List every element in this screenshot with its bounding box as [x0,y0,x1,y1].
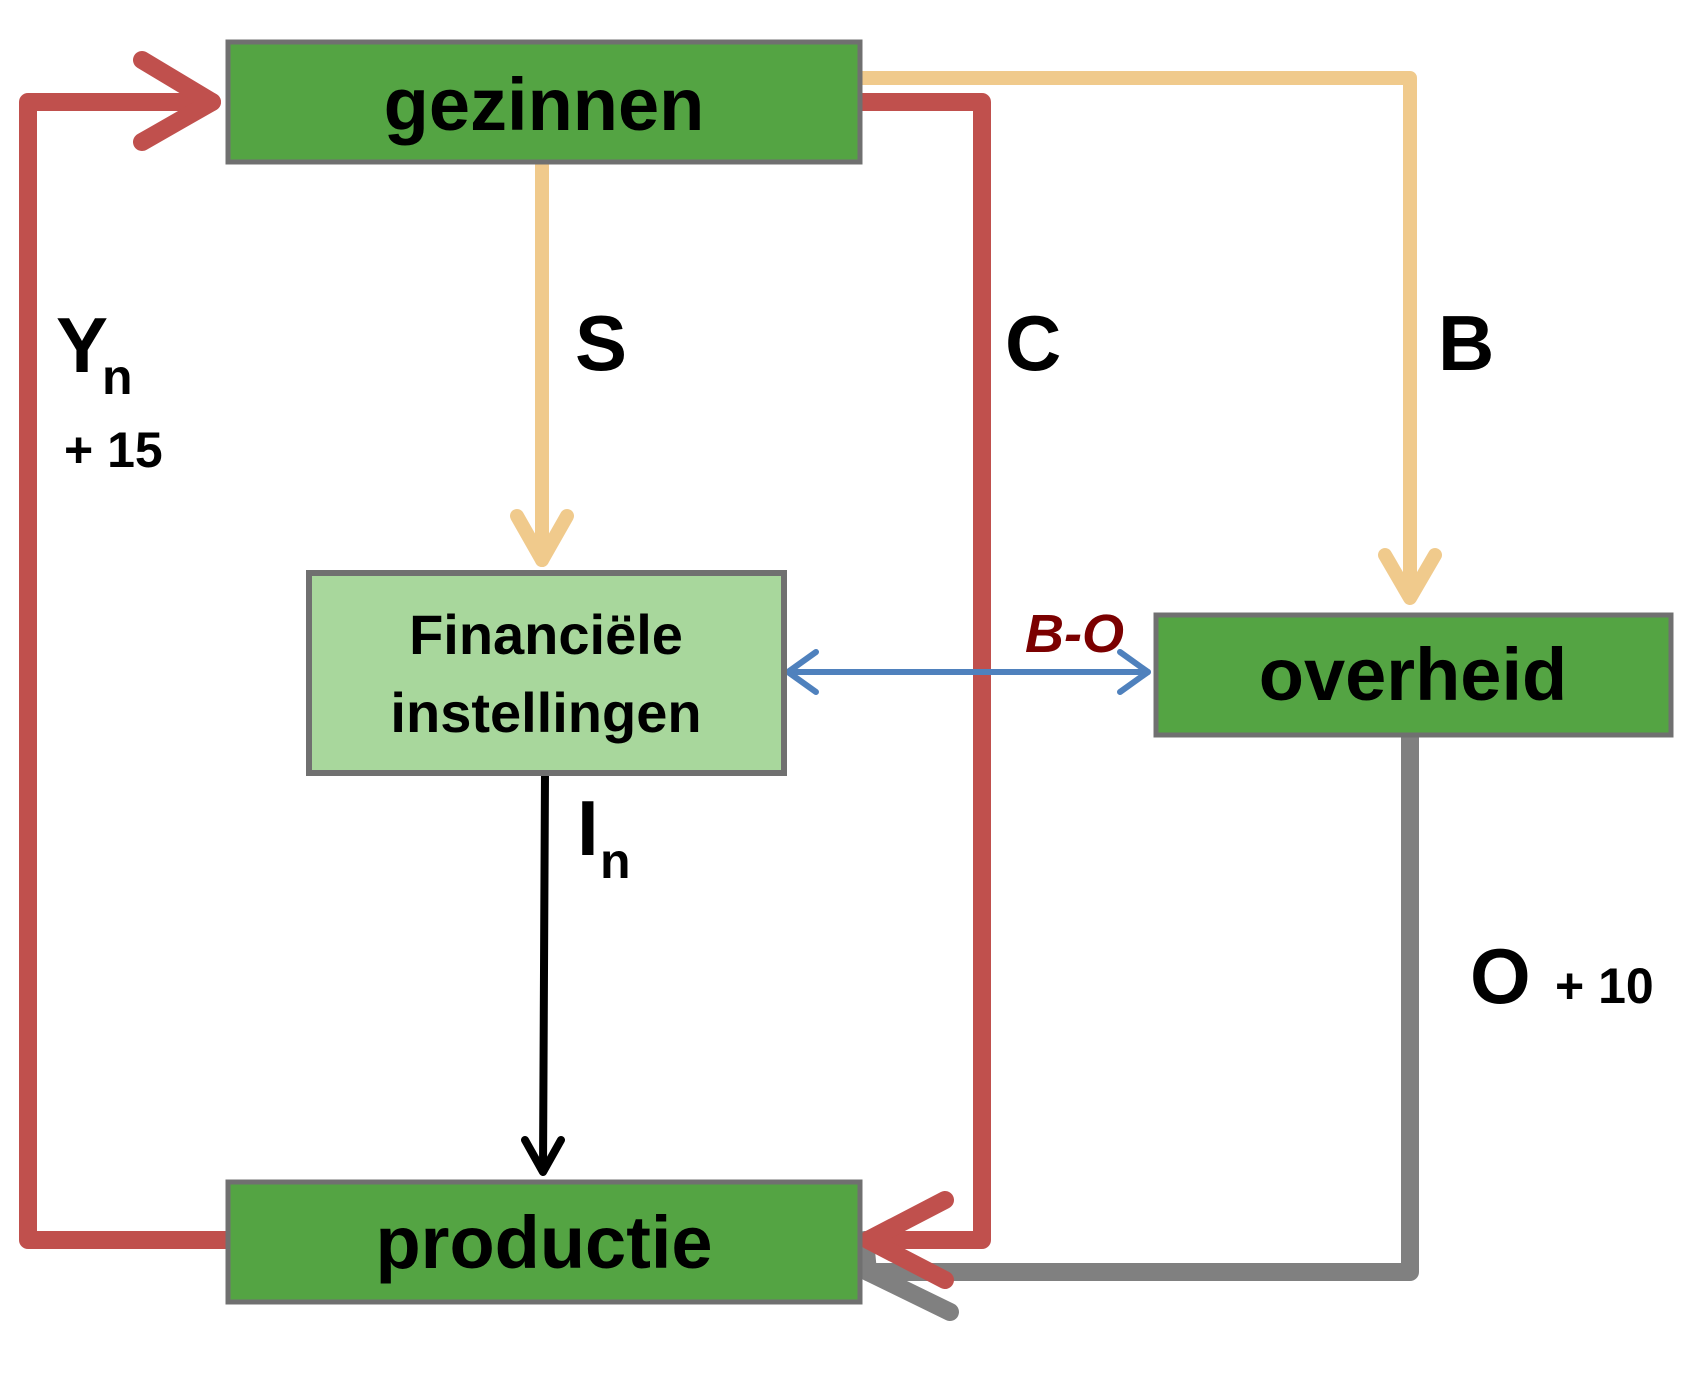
flow-yn-line [19,93,237,1249]
flow-s-arrowhead [510,509,574,567]
node-overheid: overheid [1153,612,1674,738]
node-financiele-box [306,570,787,776]
node-financiele-label-line2: instellingen [390,681,701,744]
flow-in-label: I n [577,784,631,889]
flow-yn-label-sub: n [102,349,133,405]
flow-b-line [853,71,1417,602]
flow-in-arrowhead [521,1136,565,1176]
flow-in-label-main: I [577,784,599,872]
flow-bo-arrowhead-left [785,649,819,695]
node-financiele-instellingen: Financiële instellingen [306,570,787,776]
node-productie: productie [225,1179,863,1305]
node-productie-box [225,1179,863,1305]
node-productie-label: productie [375,1201,712,1284]
node-overheid-box [1153,612,1674,738]
node-gezinnen: gezinnen [225,39,863,165]
flow-c-arrowhead [859,1191,954,1289]
node-gezinnen-label: gezinnen [384,63,705,146]
flow-yn-arrowhead [133,51,221,151]
flow-c-label: C [1005,299,1061,387]
node-overheid-label: overheid [1259,633,1567,716]
node-financiele-label-line1: Financiële [409,603,683,666]
flow-o-label: O + 10 [1470,932,1654,1020]
flow-yn-label-main: Y [56,301,108,389]
flow-bo-label: B-O [1025,604,1124,664]
flow-in-label-sub: n [600,833,631,889]
flow-yn-label: Y n + 15 [56,301,163,478]
node-gezinnen-box [225,39,863,165]
flow-bo-arrowhead-right [1117,649,1151,695]
flow-yn-change: + 15 [64,422,163,478]
flow-o-label-main: O [1470,932,1531,1020]
flow-s-label: S [575,299,627,387]
flow-b-arrowhead [1378,548,1442,605]
flow-o-line [859,726,1419,1281]
flow-in-line [539,768,549,1174]
flow-b-label: B [1438,299,1494,387]
flow-o-change: + 10 [1555,958,1654,1014]
flow-o-arrowhead [856,1231,959,1321]
